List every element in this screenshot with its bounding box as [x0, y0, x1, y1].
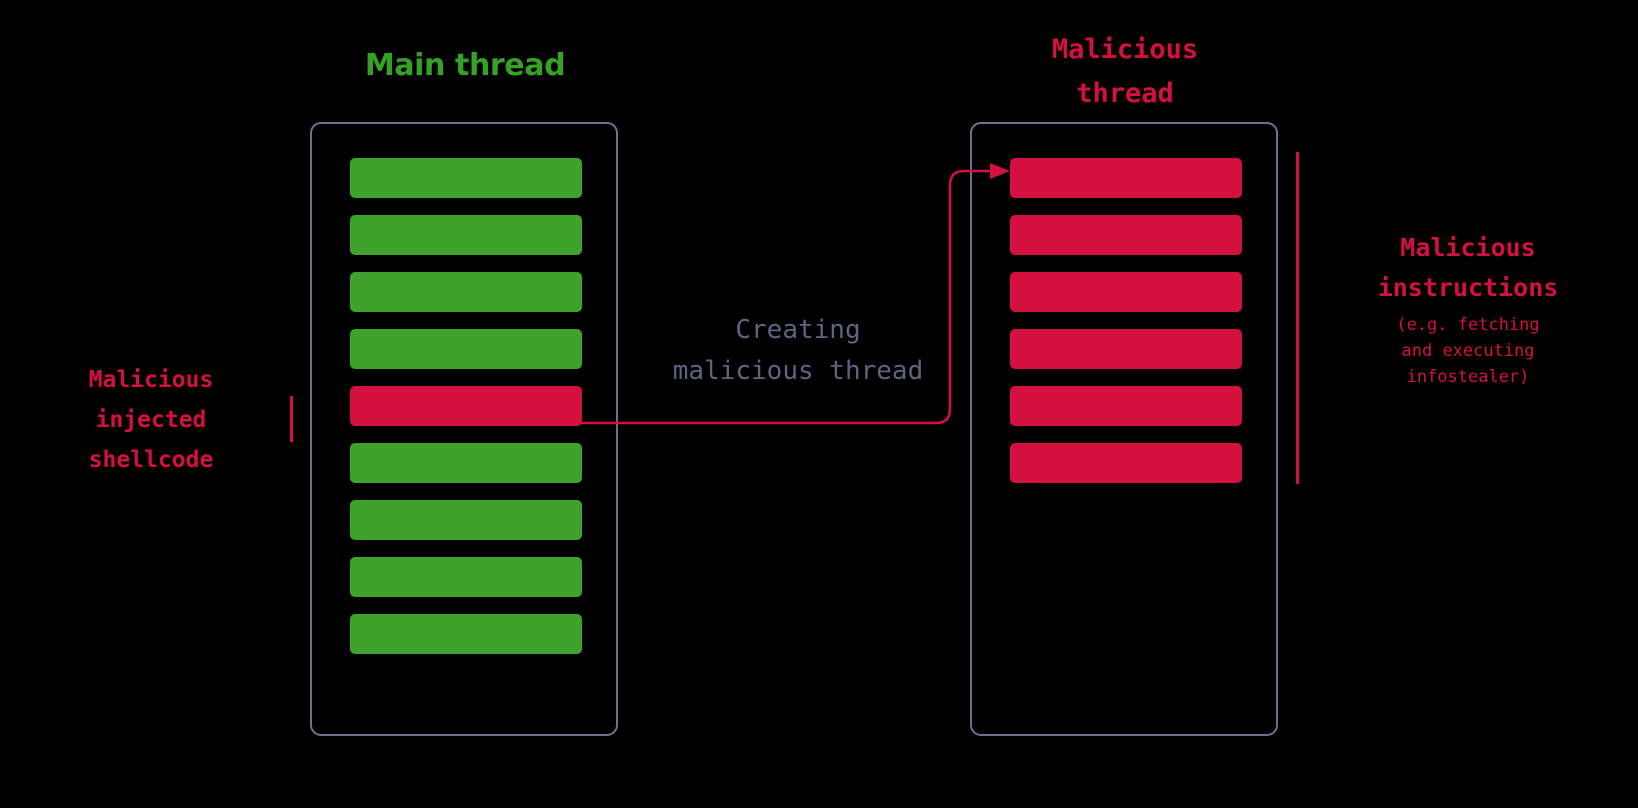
arrow-caption: Creating malicious thread [672, 315, 924, 386]
main-thread-malicious-bar [350, 386, 582, 426]
malicious-thread-malicious-bar [1010, 443, 1242, 483]
main-thread-normal-bar [350, 500, 582, 540]
main-thread-normal-bar [350, 329, 582, 369]
malicious-thread-title: Malicious thread [1051, 34, 1199, 109]
thread-creation-arrow [580, 163, 1010, 425]
malicious-instructions-bracket [1296, 152, 1299, 484]
malicious-instructions-label: Malicious instructions (e.g. fetching an… [1310, 228, 1626, 390]
main-thread-normal-bar [350, 614, 582, 654]
malicious-thread-malicious-bar [1010, 272, 1242, 312]
malicious-thread-malicious-bar [1010, 329, 1242, 369]
main-thread-title: Main thread [364, 48, 566, 83]
main-thread-normal-bar [350, 215, 582, 255]
malicious-thread-malicious-bar [1010, 215, 1242, 255]
malicious-thread-bar-stack [1010, 158, 1242, 500]
malicious-instructions-subtext: (e.g. fetching and executing infostealer… [1396, 315, 1540, 387]
main-thread-normal-bar [350, 272, 582, 312]
shellcode-label: Malicious injected shellcode [88, 367, 214, 473]
malicious-instructions-headline: Malicious instructions [1377, 233, 1559, 302]
main-thread-container [310, 122, 618, 736]
main-thread-normal-bar [350, 443, 582, 483]
main-thread-bar-stack [350, 158, 582, 671]
malicious-thread-malicious-bar [1010, 158, 1242, 198]
main-thread-normal-bar [350, 557, 582, 597]
malicious-thread-container [970, 122, 1278, 736]
malicious-thread-malicious-bar [1010, 386, 1242, 426]
main-thread-normal-bar [350, 158, 582, 198]
shellcode-bracket [290, 396, 293, 442]
